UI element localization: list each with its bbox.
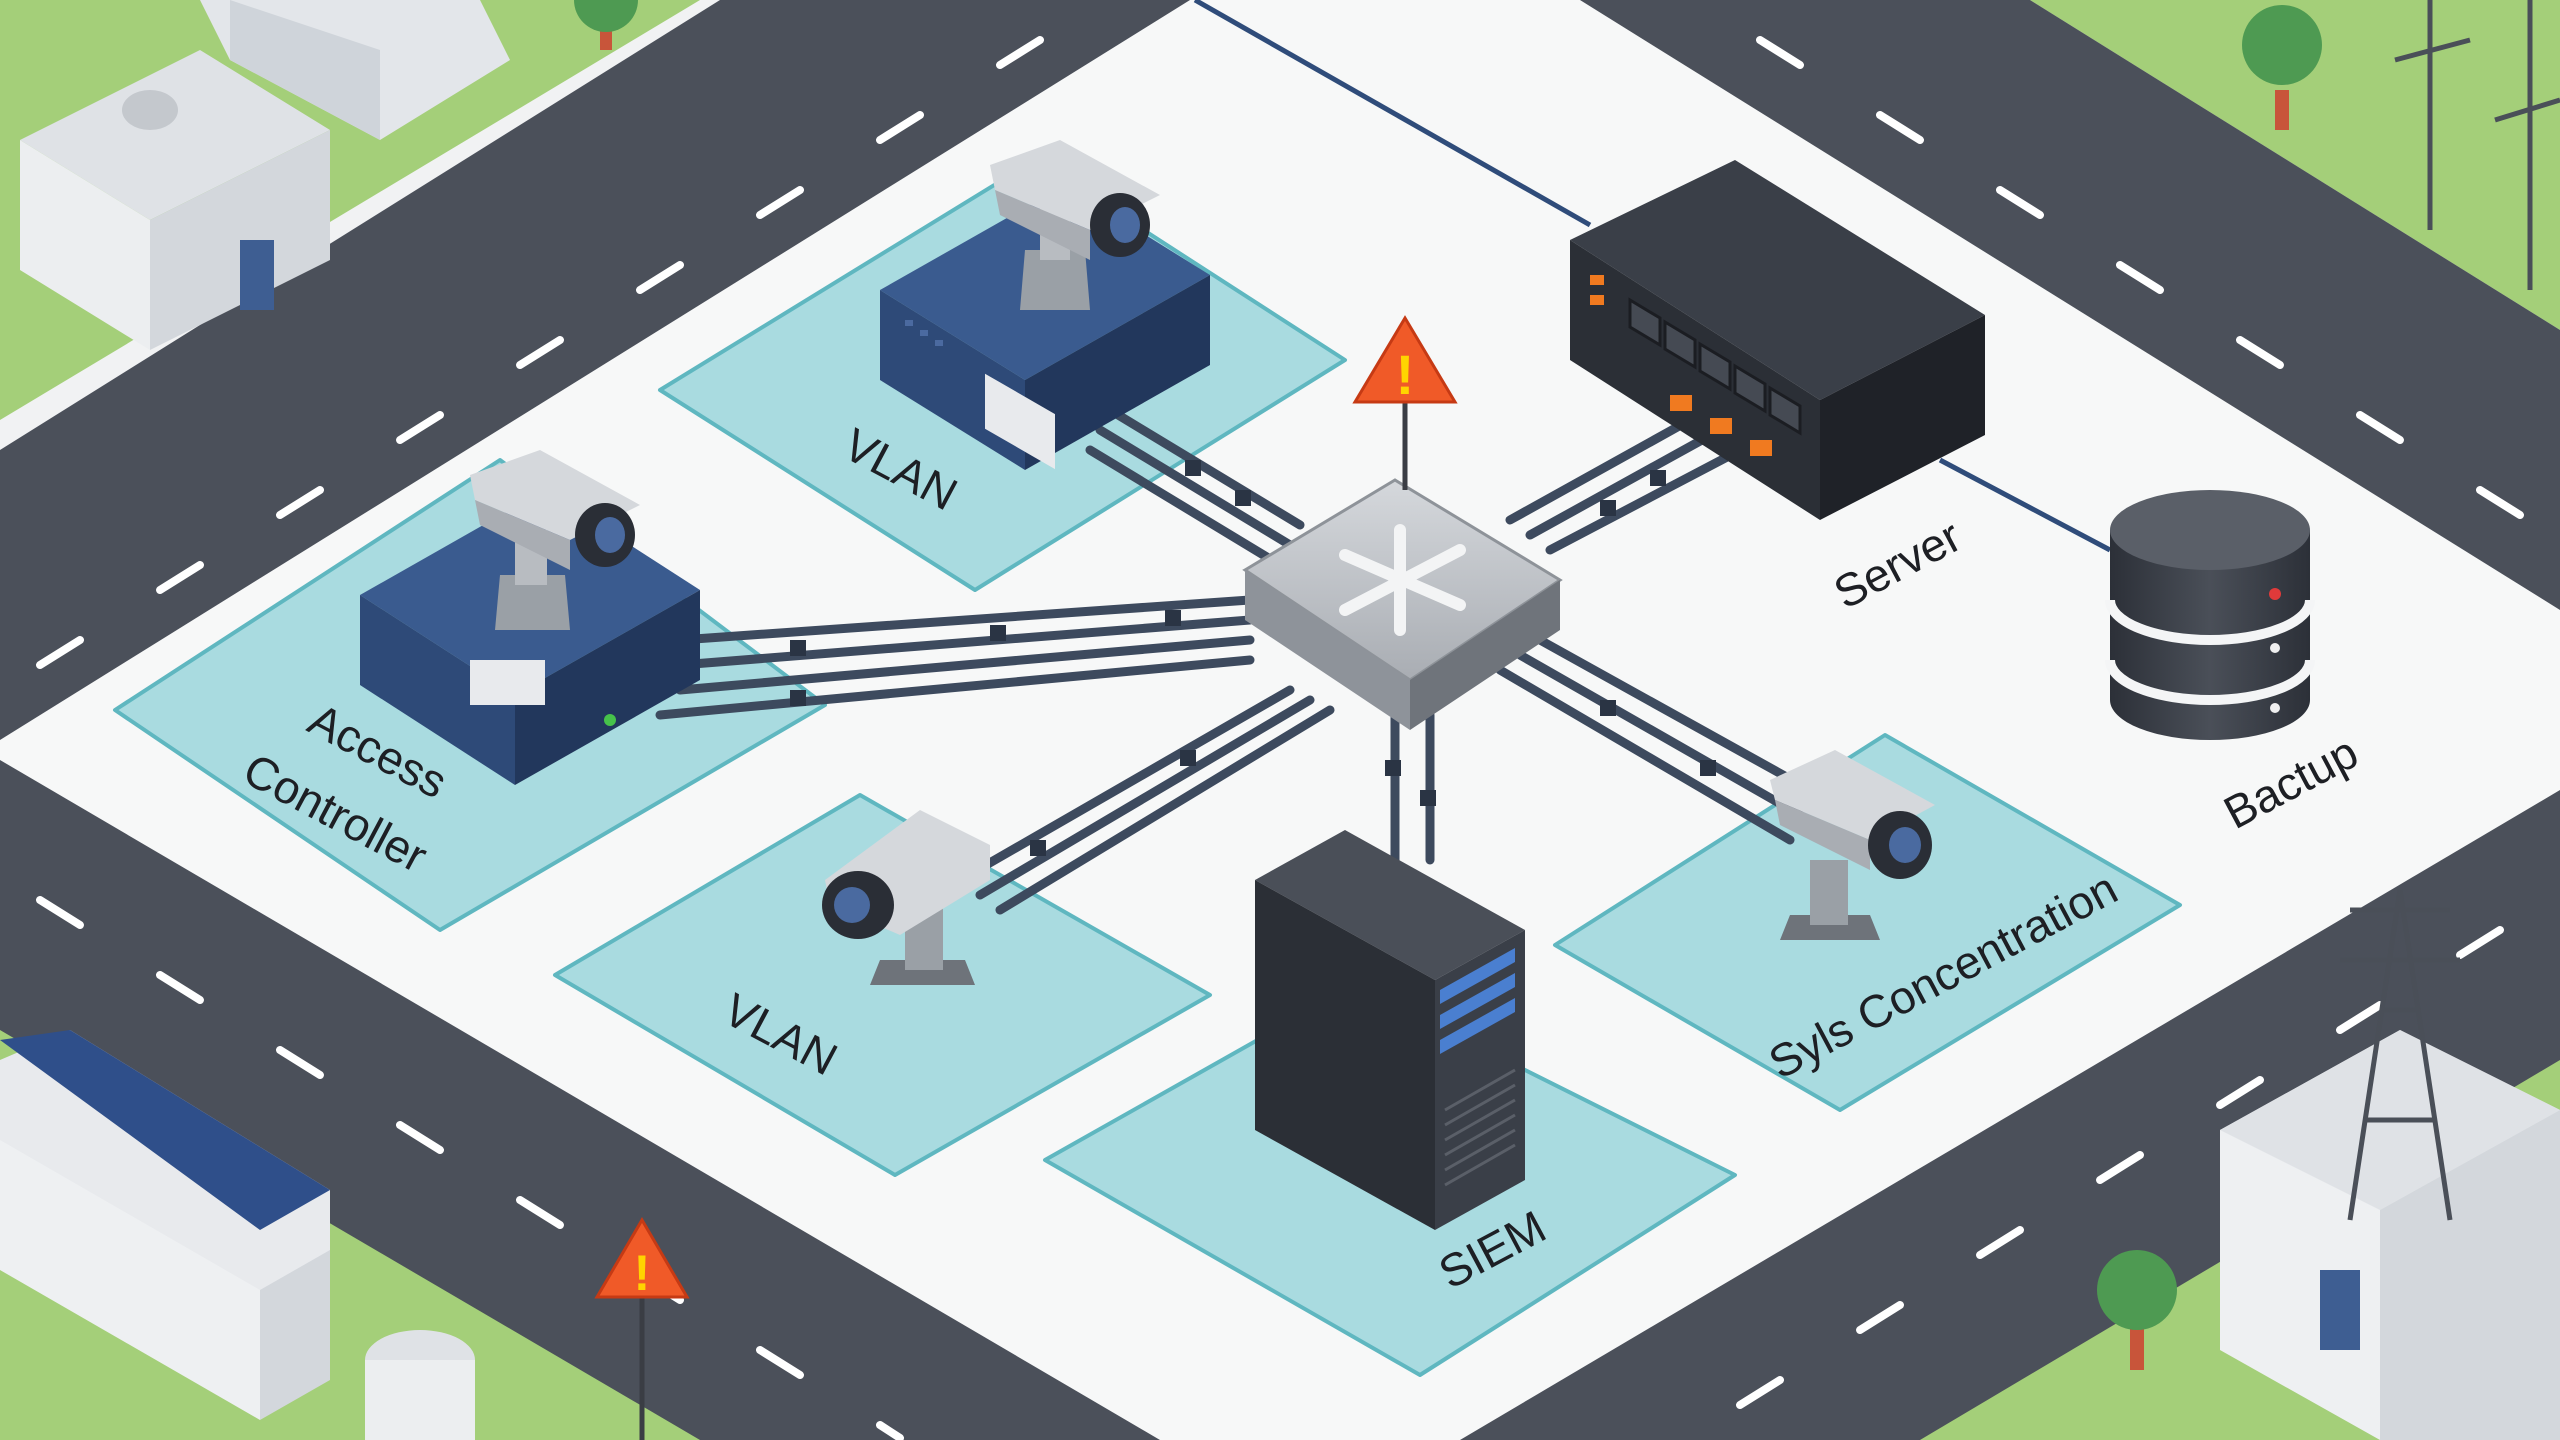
svg-text:!: ! <box>1396 343 1415 406</box>
database-backup-icon <box>2105 490 2315 740</box>
power-pylon-top-right <box>2394 0 2560 290</box>
warning-icon-bottom: ! <box>594 1217 690 1440</box>
hub-links <box>655 405 1815 915</box>
road-markings <box>36 36 2524 1440</box>
tree-top <box>574 0 2322 130</box>
warning-icon-center: ! <box>1352 315 1458 490</box>
camera-sys-concentration <box>1770 750 1935 940</box>
camera-access-controller <box>470 450 640 630</box>
server-rack-siem <box>1255 830 1525 1230</box>
building-bottom-left <box>0 1030 475 1440</box>
building-top-left <box>20 0 510 350</box>
camera-vlan-bottom <box>822 810 990 985</box>
core-switch-hub <box>1242 478 1563 730</box>
backbone-cables <box>1193 0 2112 553</box>
power-pylon-bottom-right <box>2340 889 2460 1221</box>
cable-clips <box>790 460 1716 856</box>
svg-text:!: ! <box>634 1245 651 1301</box>
network-switch-server <box>1570 160 1985 520</box>
camera-vlan-top <box>990 140 1160 310</box>
